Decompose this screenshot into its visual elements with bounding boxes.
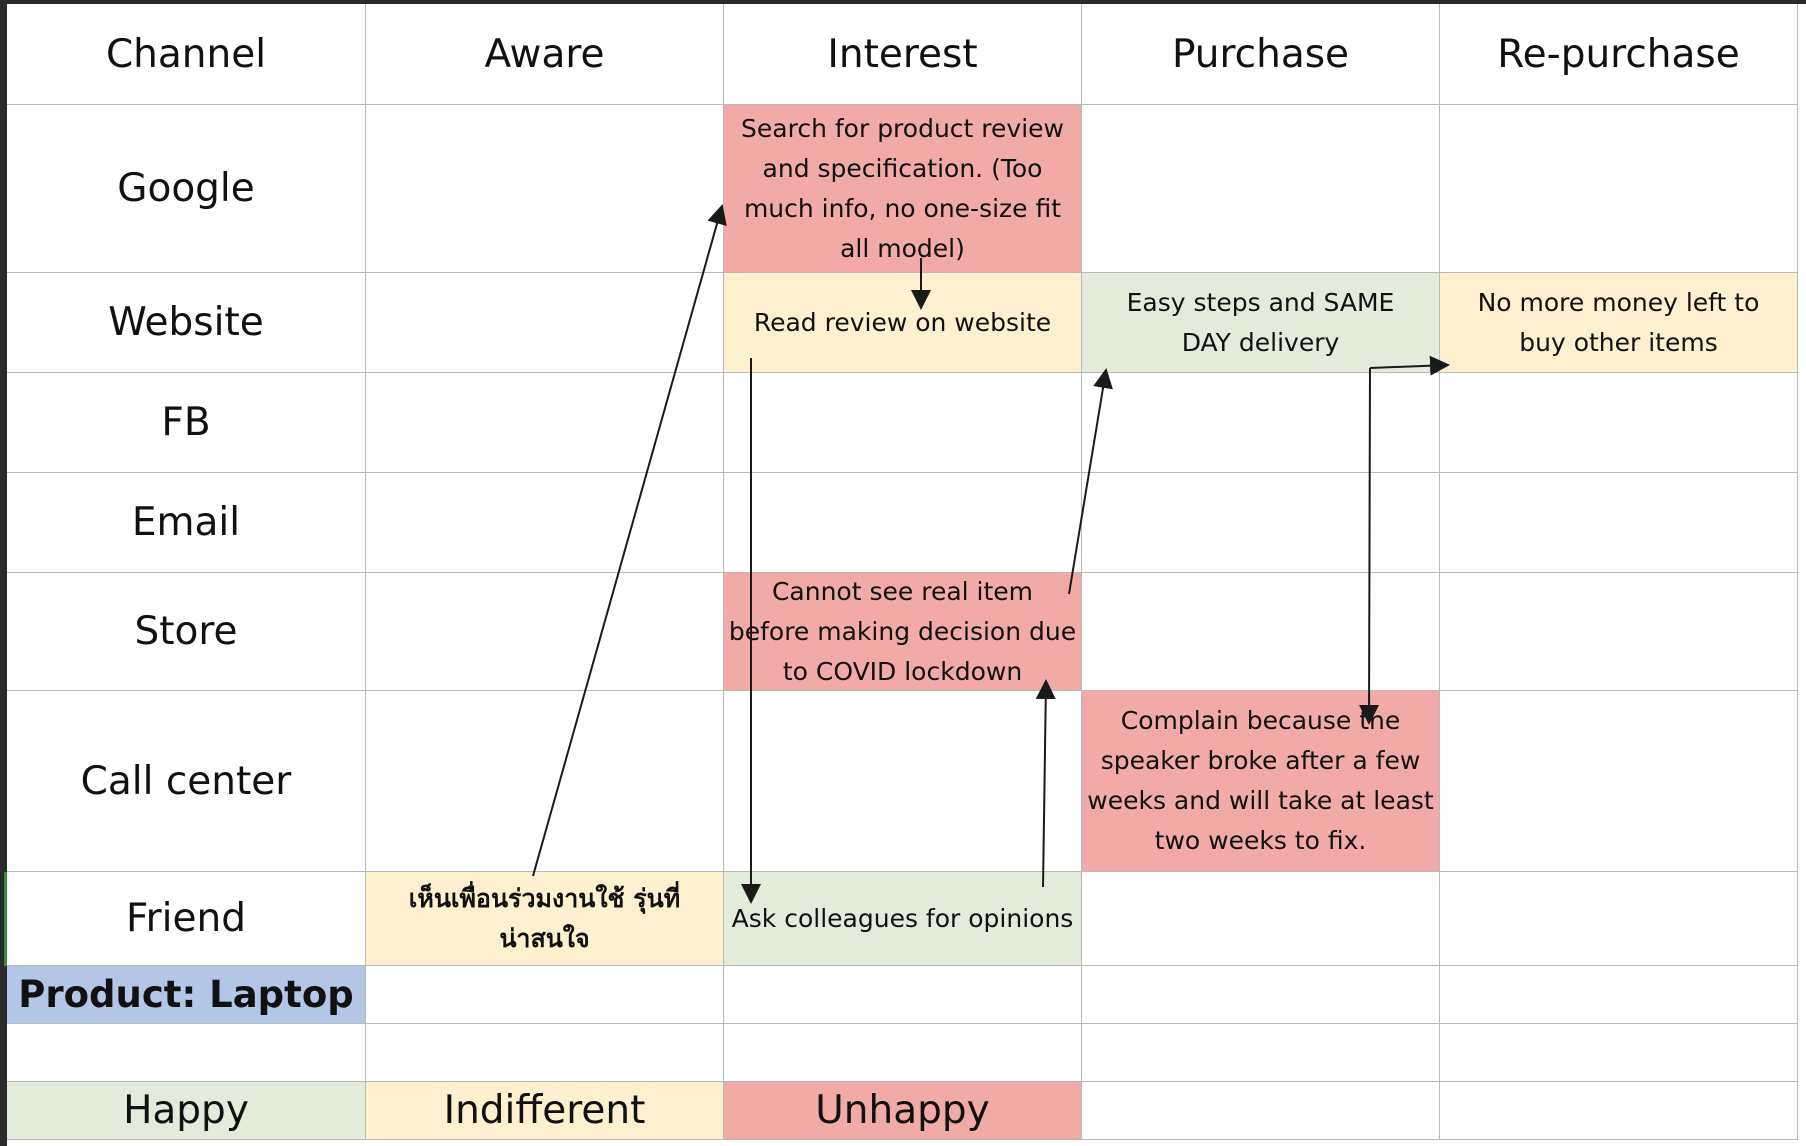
- cell-legend-empty-d[interactable]: [1082, 1082, 1440, 1140]
- note-callcenter-purchase[interactable]: Complain because the speaker broke after…: [1082, 691, 1440, 872]
- cell-empty-e[interactable]: [1440, 1024, 1798, 1082]
- row-label-website[interactable]: Website: [7, 273, 366, 373]
- header-aware[interactable]: Aware: [366, 4, 724, 105]
- cell-email-repurchase[interactable]: [1440, 473, 1798, 573]
- row-selection-marker: [4, 872, 7, 966]
- cell-legend-empty-e[interactable]: [1440, 1082, 1798, 1140]
- row-label-friend[interactable]: Friend: [7, 872, 366, 966]
- row-label-fb[interactable]: FB: [7, 373, 366, 473]
- header-interest[interactable]: Interest: [724, 4, 1082, 105]
- cell-callcenter-interest[interactable]: [724, 691, 1082, 872]
- cell-email-interest[interactable]: [724, 473, 1082, 573]
- cell-product-aware[interactable]: [366, 966, 724, 1024]
- note-store-interest[interactable]: Cannot see real item before making decis…: [724, 573, 1082, 691]
- cell-fb-interest[interactable]: [724, 373, 1082, 473]
- cell-empty-a[interactable]: [7, 1024, 366, 1082]
- sheet-top-border: [0, 0, 1806, 4]
- note-google-interest[interactable]: Search for product review and specificat…: [724, 105, 1082, 273]
- header-repurchase[interactable]: Re-purchase: [1440, 4, 1798, 105]
- note-website-repurchase[interactable]: No more money left to buy other items: [1440, 273, 1798, 373]
- cell-product-repurchase[interactable]: [1440, 966, 1798, 1024]
- cell-friend-repurchase[interactable]: [1440, 872, 1798, 966]
- cell-store-purchase[interactable]: [1082, 573, 1440, 691]
- cell-google-purchase[interactable]: [1082, 105, 1440, 273]
- cell-product-interest[interactable]: [724, 966, 1082, 1024]
- note-friend-aware[interactable]: เห็นเพื่อนร่วมงานใช้ รุ่นที่น่าสนใจ: [366, 872, 724, 966]
- legend-happy[interactable]: Happy: [7, 1082, 366, 1140]
- cell-fb-purchase[interactable]: [1082, 373, 1440, 473]
- cell-google-aware[interactable]: [366, 105, 724, 273]
- header-purchase[interactable]: Purchase: [1082, 4, 1440, 105]
- note-website-purchase[interactable]: Easy steps and SAME DAY delivery: [1082, 273, 1440, 373]
- cell-email-purchase[interactable]: [1082, 473, 1440, 573]
- cell-store-aware[interactable]: [366, 573, 724, 691]
- note-friend-interest[interactable]: Ask colleagues for opinions: [724, 872, 1082, 966]
- row-label-call-center[interactable]: Call center: [7, 691, 366, 872]
- cell-empty-c[interactable]: [724, 1024, 1082, 1082]
- sheet-left-border: [0, 0, 7, 1146]
- cell-product-purchase[interactable]: [1082, 966, 1440, 1024]
- row-label-store[interactable]: Store: [7, 573, 366, 691]
- cell-friend-purchase[interactable]: [1082, 872, 1440, 966]
- cell-callcenter-repurchase[interactable]: [1440, 691, 1798, 872]
- product-label[interactable]: Product: Laptop: [7, 966, 366, 1024]
- row-label-email[interactable]: Email: [7, 473, 366, 573]
- note-website-interest[interactable]: Read review on website: [724, 273, 1082, 373]
- cell-store-repurchase[interactable]: [1440, 573, 1798, 691]
- cell-website-aware[interactable]: [366, 273, 724, 373]
- legend-unhappy[interactable]: Unhappy: [724, 1082, 1082, 1140]
- cell-callcenter-aware[interactable]: [366, 691, 724, 872]
- cell-empty-b[interactable]: [366, 1024, 724, 1082]
- cell-fb-repurchase[interactable]: [1440, 373, 1798, 473]
- header-channel[interactable]: Channel: [7, 4, 366, 105]
- cell-email-aware[interactable]: [366, 473, 724, 573]
- legend-indifferent[interactable]: Indifferent: [366, 1082, 724, 1140]
- cell-google-repurchase[interactable]: [1440, 105, 1798, 273]
- cell-fb-aware[interactable]: [366, 373, 724, 473]
- row-label-google[interactable]: Google: [7, 105, 366, 273]
- cell-empty-d[interactable]: [1082, 1024, 1440, 1082]
